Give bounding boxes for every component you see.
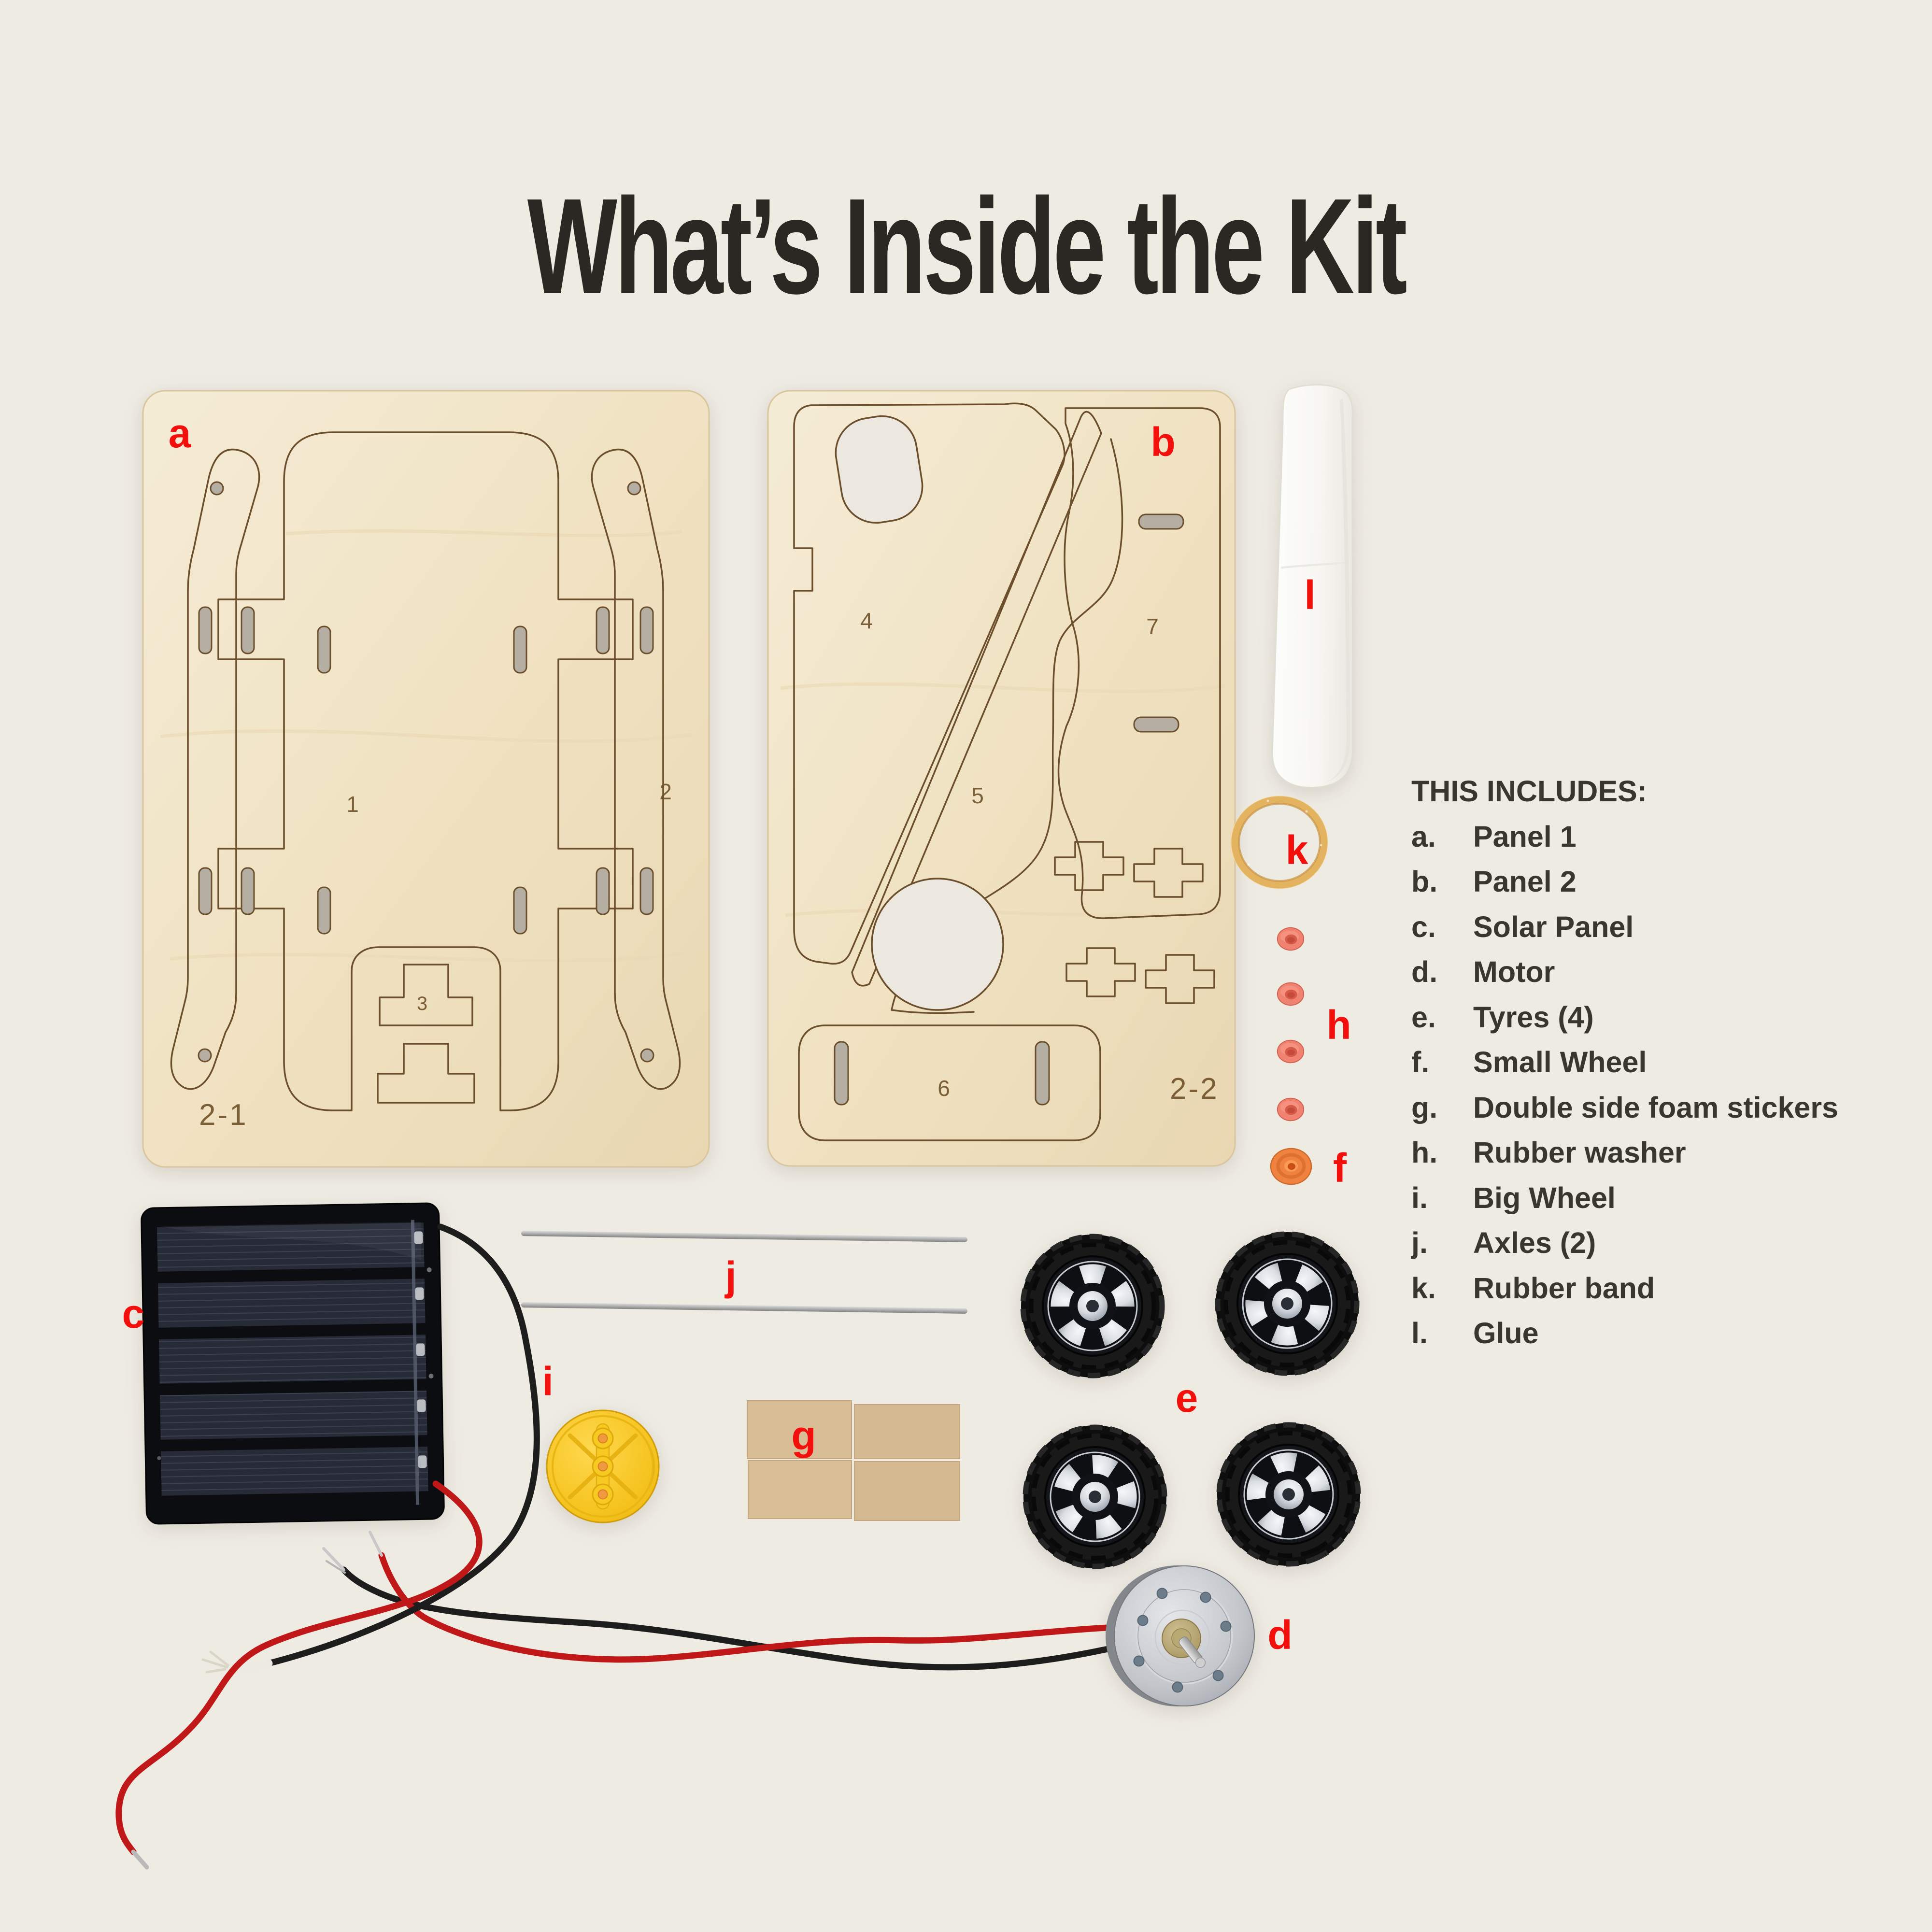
glue-stick xyxy=(1272,384,1353,788)
includes-item: d. Motor xyxy=(1411,950,1932,995)
svg-text:2: 2 xyxy=(659,779,672,804)
includes-item-key: h. xyxy=(1411,1136,1438,1169)
includes-item-label: Axles (2) xyxy=(1473,1226,1596,1259)
panel-1-sheet: 1 2 3 2-1 xyxy=(142,390,710,1168)
tyre xyxy=(1216,1422,1361,1567)
big-wheel xyxy=(546,1409,660,1523)
includes-item-label: Solar Panel xyxy=(1473,910,1634,943)
marker-small-wheel: f xyxy=(1333,1145,1347,1191)
includes-item: k. Rubber band xyxy=(1411,1266,1932,1311)
marker-glue: l xyxy=(1304,572,1316,618)
rubber-washer xyxy=(1276,1036,1306,1066)
includes-item-label: Small Wheel xyxy=(1473,1046,1647,1079)
includes-item: b. Panel 2 xyxy=(1411,859,1932,905)
includes-item-key: l. xyxy=(1411,1317,1428,1350)
includes-item-key: k. xyxy=(1411,1271,1436,1305)
includes-item-key: g. xyxy=(1411,1091,1438,1124)
motor xyxy=(1106,1565,1255,1706)
includes-item: l. Glue xyxy=(1411,1311,1932,1356)
includes-item-label: Motor xyxy=(1473,955,1555,988)
includes-item: c. Solar Panel xyxy=(1411,905,1932,950)
includes-item-key: i. xyxy=(1411,1181,1428,1214)
marker-rubber-band: k xyxy=(1285,827,1308,873)
marker-axles: j xyxy=(725,1253,737,1299)
svg-text:5: 5 xyxy=(971,783,984,808)
includes-item: f. Small Wheel xyxy=(1411,1040,1932,1085)
includes-item: j. Axles (2) xyxy=(1411,1221,1932,1266)
foam-stickers xyxy=(746,1400,962,1521)
includes-item: e. Tyres (4) xyxy=(1411,995,1932,1040)
marker-foam-stickers: g xyxy=(791,1413,816,1458)
tyre xyxy=(1023,1424,1167,1569)
includes-item-label: Big Wheel xyxy=(1473,1181,1616,1214)
svg-text:2-1: 2-1 xyxy=(199,1098,248,1132)
solar-wire-red xyxy=(115,1480,483,1855)
svg-text:4: 4 xyxy=(860,608,873,633)
includes-item: h. Rubber washer xyxy=(1411,1130,1932,1176)
includes-item-key: a. xyxy=(1411,820,1436,853)
includes-item: g. Double side foam stickers xyxy=(1411,1085,1932,1131)
svg-text:7: 7 xyxy=(1146,614,1159,639)
svg-text:3: 3 xyxy=(417,993,427,1014)
includes-item-label: Rubber band xyxy=(1473,1271,1655,1305)
svg-text:2-2: 2-2 xyxy=(1170,1072,1219,1106)
svg-text:6: 6 xyxy=(938,1076,950,1101)
includes-item-label: Panel 1 xyxy=(1473,820,1577,853)
tyre xyxy=(1020,1234,1165,1378)
motor-wire-red xyxy=(378,1552,1129,1663)
includes-item-key: d. xyxy=(1411,955,1438,988)
includes-item-key: j. xyxy=(1411,1226,1428,1259)
tyre xyxy=(1215,1231,1360,1376)
rubber-washer xyxy=(1276,923,1306,953)
axle-rod xyxy=(521,1231,967,1314)
marker-motor: d xyxy=(1267,1612,1293,1658)
small-wheel xyxy=(1270,1148,1312,1185)
includes-item-label: Glue xyxy=(1473,1317,1539,1350)
page-title: What’s Inside the Kit xyxy=(527,170,1407,322)
marker-panel-2: b xyxy=(1151,419,1176,465)
panel-2-sheet: 4 5 6 7 2-2 xyxy=(767,390,1236,1167)
marker-solar-panel: c xyxy=(122,1291,145,1336)
rubber-washer xyxy=(1276,979,1306,1009)
marker-rubber-washers: h xyxy=(1326,1002,1351,1048)
includes-item-key: b. xyxy=(1411,865,1438,898)
includes-item: i. Big Wheel xyxy=(1411,1176,1932,1221)
includes-heading: THIS INCLUDES: xyxy=(1411,775,1647,808)
rubber-washer xyxy=(1276,1094,1306,1124)
includes-item: a. Panel 1 xyxy=(1411,814,1932,860)
includes-item-key: e. xyxy=(1411,1000,1436,1034)
marker-tyres: e xyxy=(1175,1375,1198,1421)
includes-item-key: f. xyxy=(1411,1046,1430,1079)
includes-item-label: Double side foam stickers xyxy=(1473,1091,1838,1124)
includes-item-label: Rubber washer xyxy=(1473,1136,1686,1169)
includes-item-key: c. xyxy=(1411,910,1436,943)
marker-panel-1: a xyxy=(168,411,191,456)
rubber-band xyxy=(1231,796,1328,889)
solar-panel xyxy=(141,1202,445,1525)
marker-big-wheel: i xyxy=(542,1359,554,1404)
motor-wire-black xyxy=(341,1566,1129,1671)
includes-item-label: Panel 2 xyxy=(1473,865,1577,898)
includes-item-label: Tyres (4) xyxy=(1473,1000,1594,1034)
svg-text:1: 1 xyxy=(346,792,359,817)
includes-list: THIS INCLUDES: a. Panel 1 b. Panel 2 c. Solar… xyxy=(1411,769,1932,1356)
